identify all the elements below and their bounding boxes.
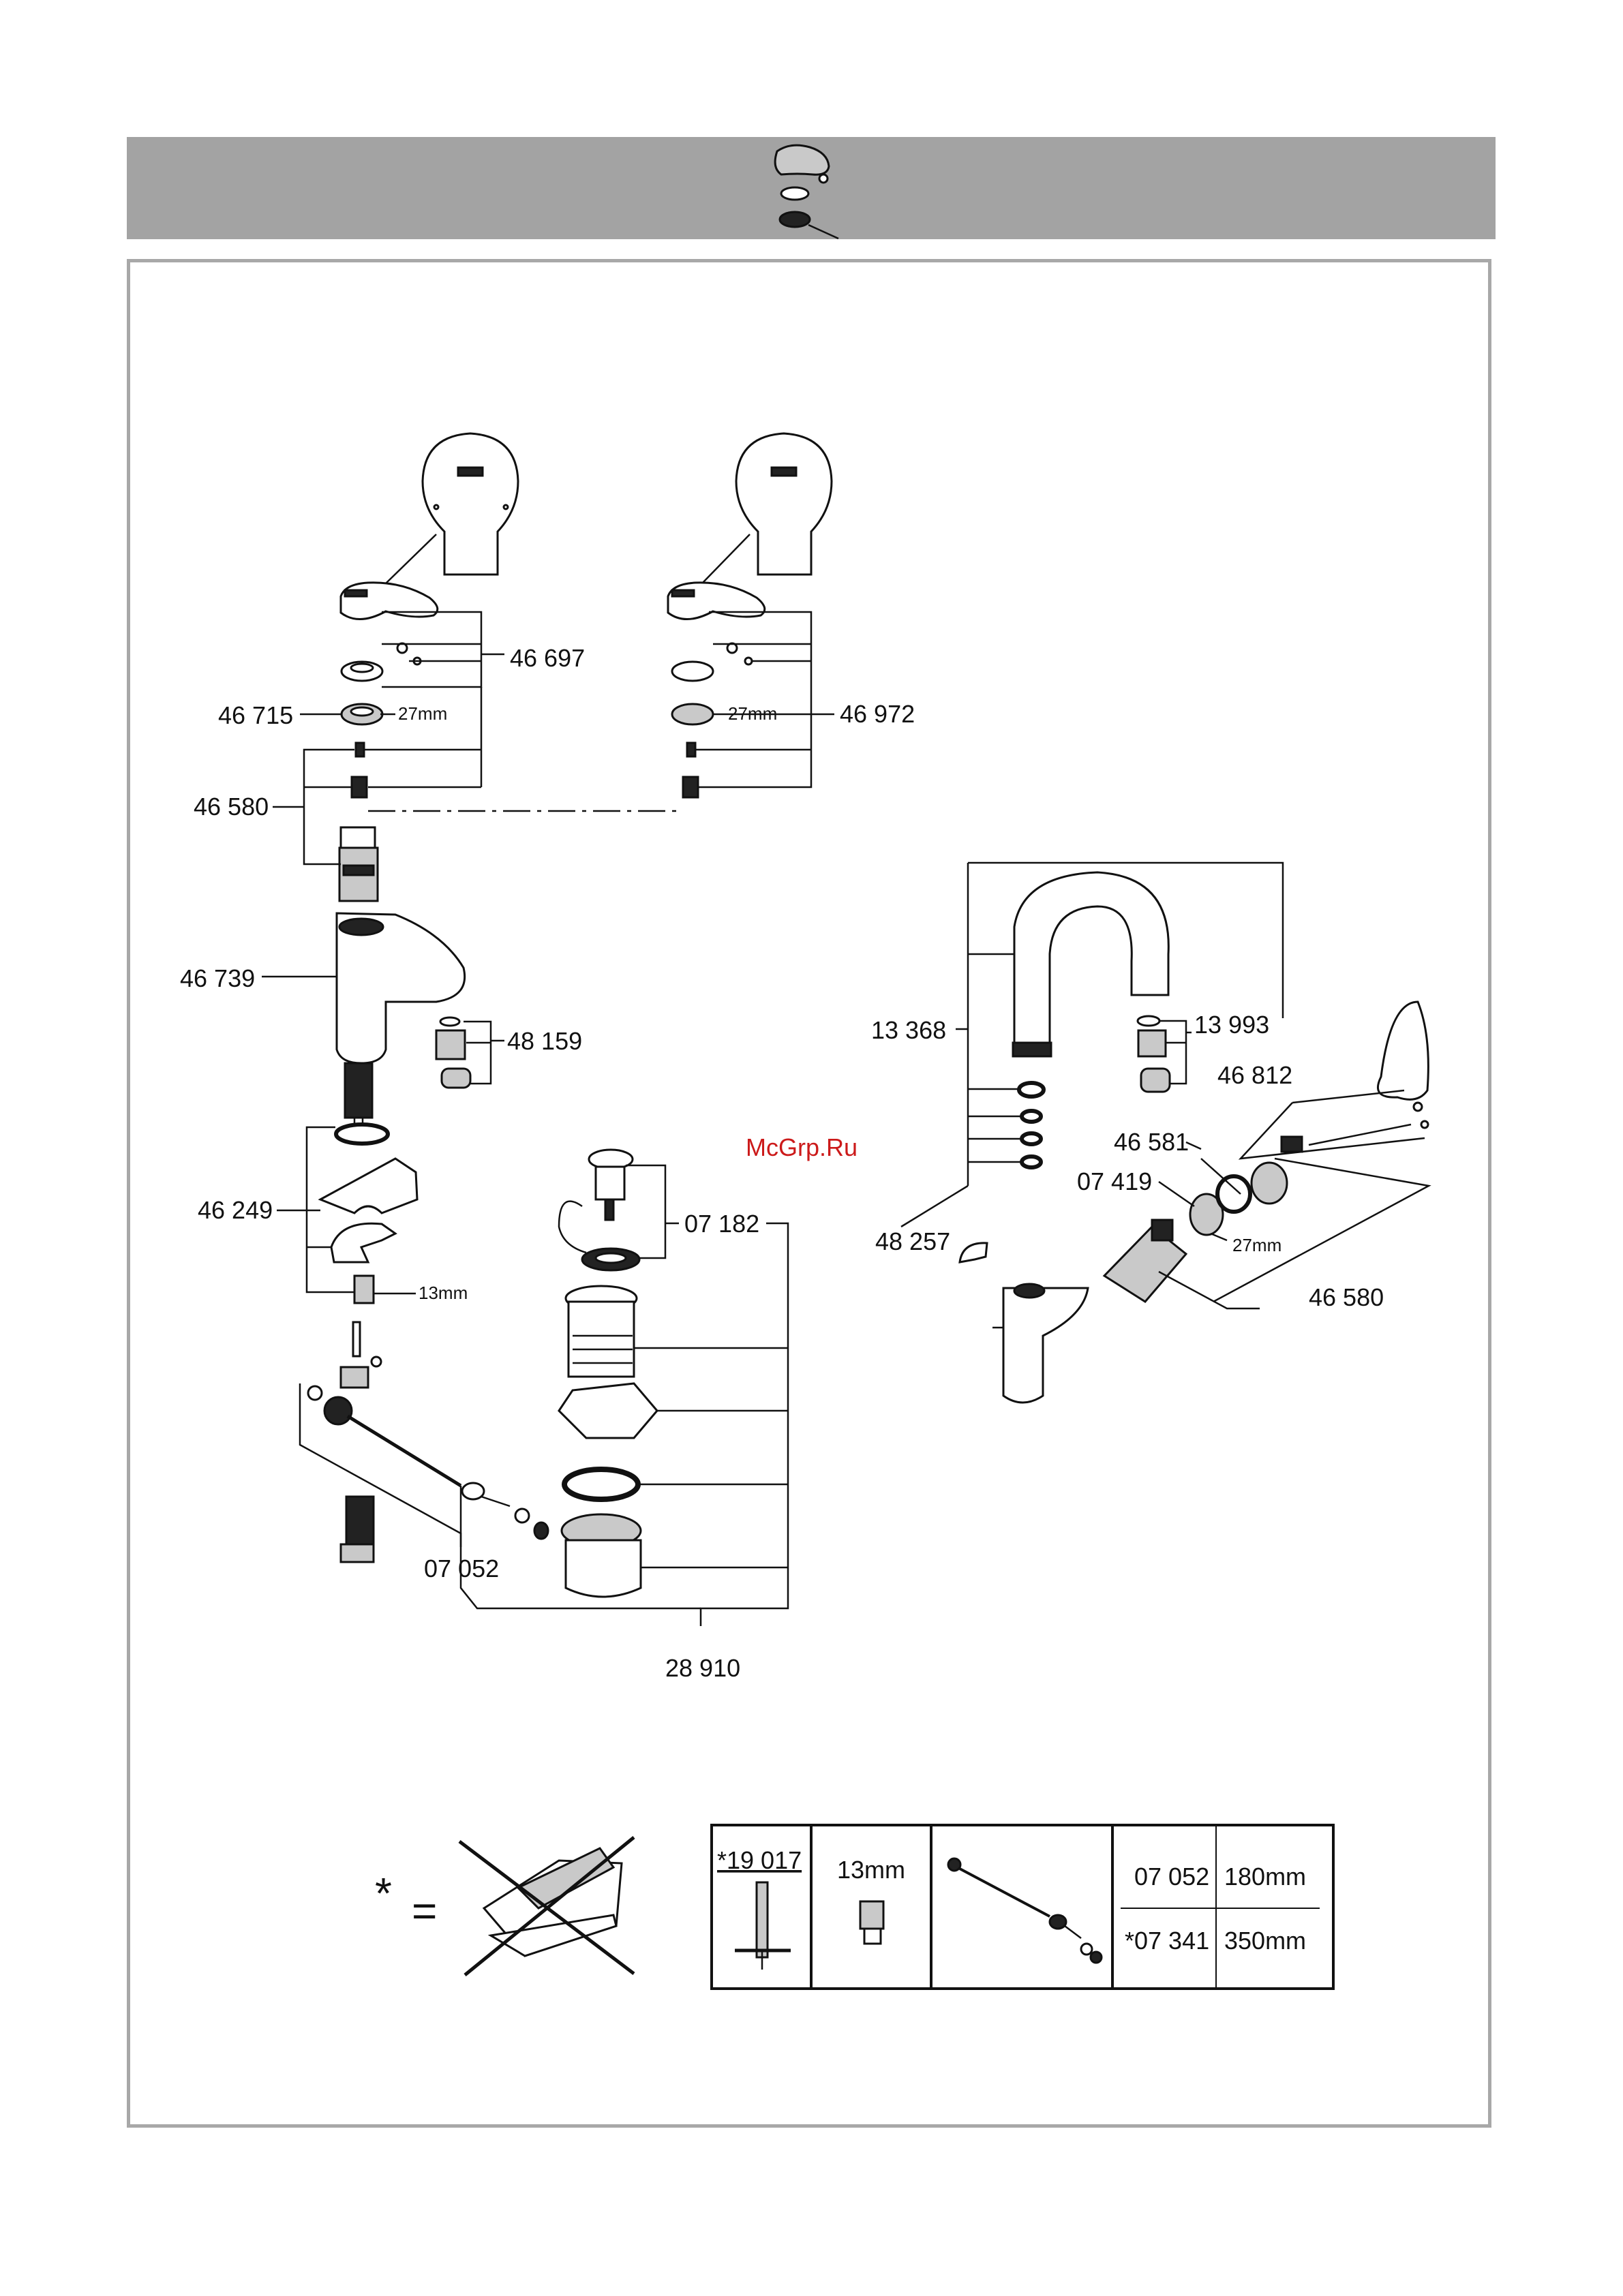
callout-46581: 46 581 <box>1114 1128 1189 1156</box>
waste-body <box>566 1286 637 1377</box>
callout-13368: 13 368 <box>871 1016 946 1044</box>
pop-up-plug <box>559 1150 633 1253</box>
callout-46715: 46 715 <box>218 701 293 729</box>
tall-spout <box>1013 872 1168 1056</box>
legend-asterisk: * <box>375 1869 392 1918</box>
supply-hoses <box>345 1063 372 1131</box>
callout-46580-right: 46 580 <box>1309 1283 1384 1311</box>
hose-connector <box>341 1497 374 1562</box>
legend-equals: = <box>412 1886 437 1935</box>
lift-rod <box>353 1322 360 1356</box>
rod-length-2: 350mm <box>1224 1927 1306 1955</box>
side-lever-body <box>992 1284 1088 1403</box>
size-27mm-3: 27mm <box>1232 1235 1281 1255</box>
socket-adapter-icon <box>860 1901 883 1944</box>
callout-48159: 48 159 <box>507 1027 582 1055</box>
rod-code-1: 07 052 <box>1134 1863 1209 1891</box>
locknut-2 <box>672 704 713 724</box>
spout-o-ring <box>1019 1083 1044 1097</box>
waste-washer <box>559 1383 657 1438</box>
wrench-size: 13mm <box>837 1856 905 1884</box>
fixing-horseshoe <box>331 1223 395 1262</box>
product-leaflet-icon <box>386 433 518 583</box>
leader-lines <box>262 612 1429 1626</box>
callout-46972: 46 972 <box>840 700 915 728</box>
aerator-insert <box>442 1069 470 1088</box>
aerator-seal <box>440 1017 459 1026</box>
tool-code: *19 017 <box>717 1846 802 1874</box>
size-27mm-2: 27mm <box>728 703 777 724</box>
callout-07052: 07 052 <box>424 1555 499 1582</box>
waste-gasket <box>564 1469 638 1499</box>
callout-46739: 46 739 <box>180 964 255 992</box>
spout-clip <box>960 1243 987 1262</box>
tools-table <box>712 1825 1333 1989</box>
spout-aerator <box>1138 1030 1166 1056</box>
callout-13993: 13 993 <box>1194 1011 1269 1039</box>
waste-flange <box>562 1514 641 1597</box>
side-cartridge <box>1104 1220 1186 1302</box>
rod-length-1: 180mm <box>1224 1863 1306 1891</box>
not-included-box-icon <box>459 1837 634 1975</box>
callout-46580: 46 580 <box>194 793 269 821</box>
lever-handle <box>341 583 438 664</box>
base-washer <box>320 1159 417 1213</box>
cartridge <box>339 827 378 901</box>
callout-46812: 46 812 <box>1217 1061 1292 1089</box>
product-leaflet-icon-2 <box>702 433 832 583</box>
callout-48257: 48 257 <box>875 1227 950 1255</box>
size-27mm: 27mm <box>398 703 447 724</box>
lever-handle-2 <box>668 583 765 664</box>
side-lever-handle <box>1378 1002 1428 1128</box>
o-ring <box>336 1124 388 1144</box>
aerator <box>436 1030 465 1059</box>
callout-46249: 46 249 <box>198 1196 273 1224</box>
watermark-text: McGrp.Ru <box>746 1133 858 1161</box>
rod-code-2: *07 341 <box>1125 1927 1209 1955</box>
callout-07419: 07 419 <box>1077 1167 1152 1195</box>
side-adapter <box>1281 1137 1302 1152</box>
screw <box>356 743 364 756</box>
size-13mm: 13mm <box>419 1283 468 1303</box>
callout-07182: 07 182 <box>684 1210 759 1238</box>
adapter <box>352 777 367 797</box>
rod-clamp <box>308 1357 381 1400</box>
handle-icon <box>775 145 838 239</box>
threaded-stud <box>354 1276 374 1303</box>
callout-28910: 28 910 <box>665 1654 740 1682</box>
callout-46697: 46 697 <box>510 644 585 672</box>
